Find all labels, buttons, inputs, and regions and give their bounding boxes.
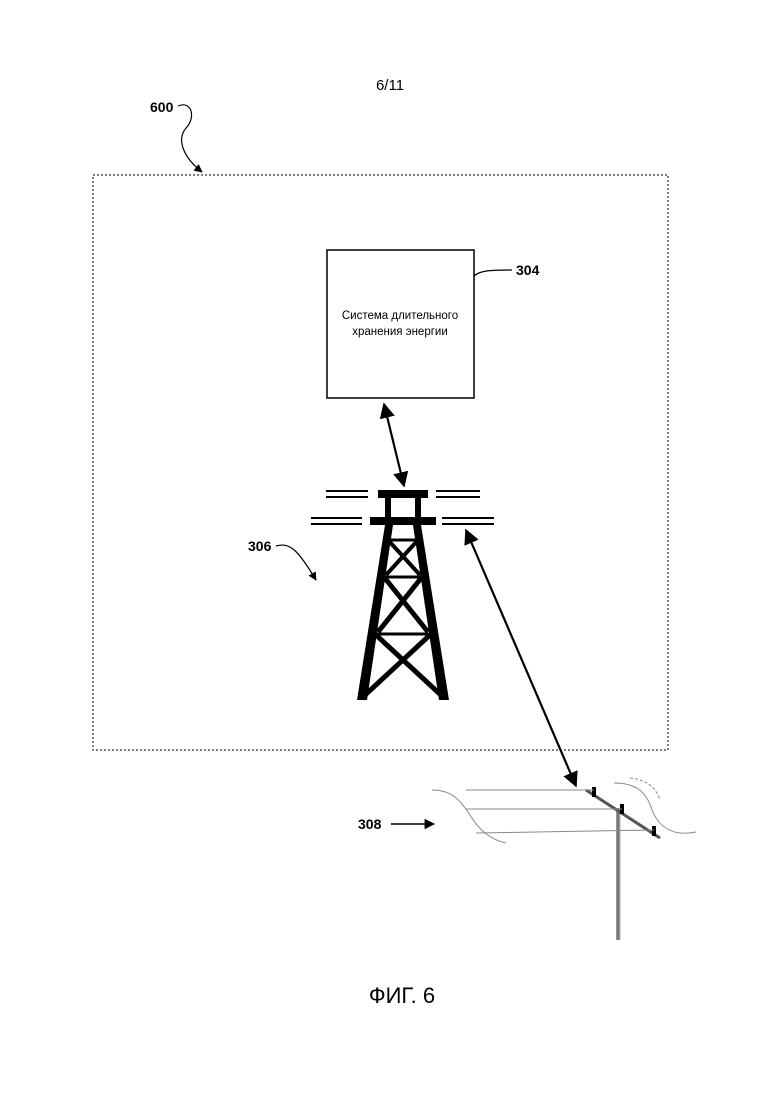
storage-system-ref-label: 304 xyxy=(516,262,540,278)
transmission-tower-icon xyxy=(311,490,494,700)
storage-system-box xyxy=(327,250,474,398)
storage-tower-double-arrow xyxy=(384,404,404,486)
distribution-ref-label: 308 xyxy=(358,816,382,832)
page-number: 6/11 xyxy=(376,77,404,94)
figure-caption: ФИГ. 6 xyxy=(369,983,435,1008)
storage-system-label-line2: хранения энергии xyxy=(352,326,448,338)
utility-pole-icon xyxy=(432,778,696,940)
tower-ref-leader xyxy=(276,545,316,580)
storage-system-leader xyxy=(474,270,512,276)
figure-ref-label: 600 xyxy=(150,99,174,115)
tower-ref-label: 306 xyxy=(248,538,272,554)
tower-distribution-double-arrow xyxy=(466,530,576,786)
storage-system-label-line1: Система длительного xyxy=(342,310,458,322)
figure-ref-leader xyxy=(178,105,202,172)
